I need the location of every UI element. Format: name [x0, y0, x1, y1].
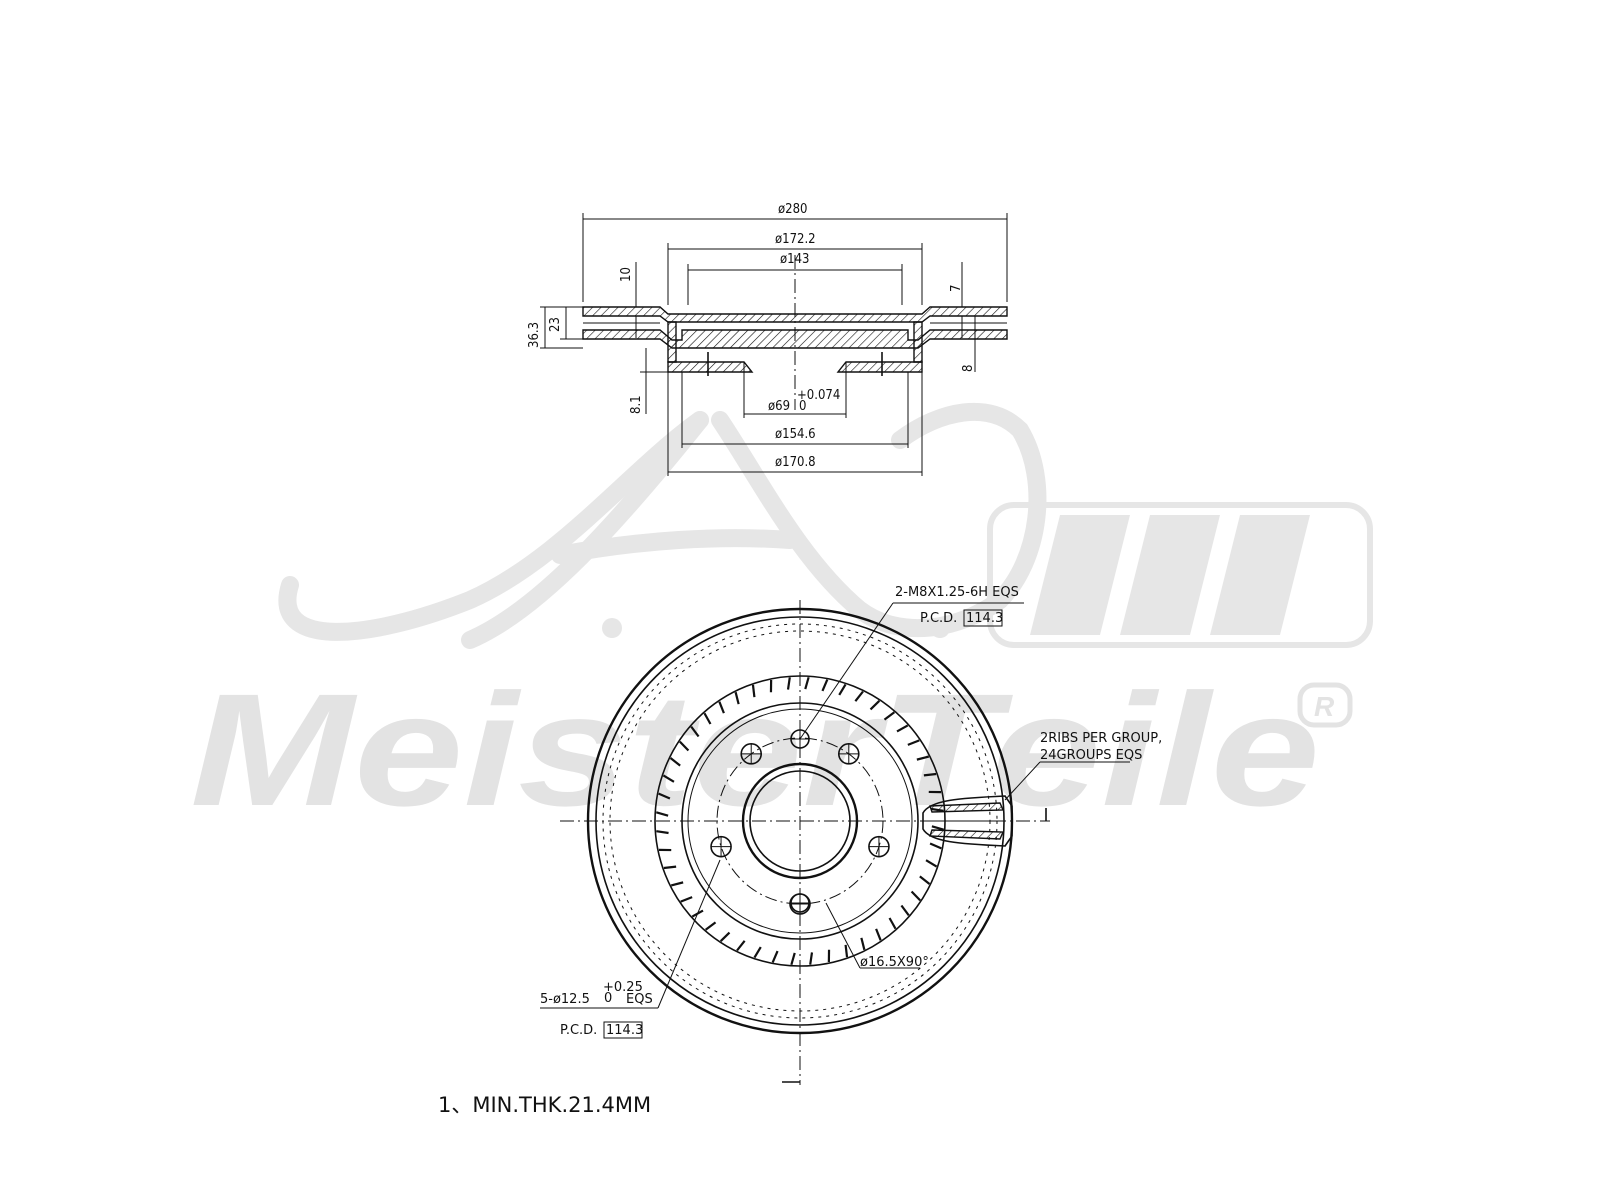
dim-h10: 10 — [619, 267, 634, 282]
watermark-initials-logo — [278, 402, 1047, 649]
vent-rib-slot — [656, 830, 669, 835]
dim-d172-2: ø172.2 — [775, 232, 816, 247]
vent-rib-slot — [786, 677, 791, 690]
dim-h8-1: 8.1 — [629, 395, 644, 414]
dim-h8: 8 — [961, 365, 976, 372]
vent-rib-slot — [669, 757, 681, 767]
vent-rib-slot — [883, 711, 896, 721]
vent-rib-slot — [854, 690, 864, 702]
watermark-stripes-logo — [987, 502, 1373, 648]
dim-h7: 7 — [949, 285, 964, 292]
vent-rib-slot — [844, 944, 849, 958]
vent-rib-slot — [771, 950, 779, 963]
vent-rib-slot — [753, 946, 762, 959]
note-ribs-line2: 24GROUPS EQS — [1040, 748, 1142, 763]
vent-rib-slot — [888, 917, 897, 930]
rotor-plate-upper — [582, 306, 1008, 323]
dim-d280: ø280 — [778, 202, 807, 217]
dim-h23: 23 — [548, 317, 563, 332]
vent-rib-slot — [838, 683, 847, 696]
vent-rib-slot — [910, 890, 921, 902]
vent-rib-slot — [690, 725, 700, 738]
watermark-brand-text: MeisterTeile — [190, 660, 1320, 839]
note-bolt-holes: 5-ø12.5 — [540, 992, 590, 1007]
rotor-plate-lower — [582, 329, 1008, 349]
vent-rib-slot — [931, 825, 945, 831]
side-view: ø280 ø172.2 ø143 ø69 +0.074 0 ø154.6 ø17… — [527, 202, 1008, 476]
watermark-registered-circle — [1297, 682, 1353, 728]
vent-rib-slot — [916, 755, 930, 761]
vent-rib-slot — [804, 676, 810, 690]
dim-d154-6: ø154.6 — [775, 427, 816, 442]
note-bolt-holes-suffix: EQS — [626, 992, 653, 1007]
vent-rib-slot — [703, 712, 712, 725]
vent-rib-slot — [663, 865, 677, 870]
vent-rib-slot — [900, 904, 910, 917]
vent-rib-slot — [680, 896, 693, 903]
rib-cutaway-detail — [922, 795, 1013, 847]
note-bolt-holes-tol-lower: 0 — [604, 991, 612, 1006]
dim-d69: ø69 — [768, 399, 790, 414]
vent-rib-slot — [925, 859, 938, 868]
vent-rib-slot — [860, 937, 866, 951]
hat-wall-left — [667, 321, 677, 363]
hat-wall-right — [913, 321, 923, 363]
note-chamfer: ø16.5X90° — [860, 955, 929, 970]
vent-rib-slot — [679, 740, 690, 752]
vent-rib-slot — [923, 772, 937, 777]
vent-rib-slot — [821, 679, 829, 692]
vent-rib-slot — [662, 774, 675, 783]
vent-rib-slot — [896, 724, 909, 733]
vent-rib-slot — [809, 952, 814, 965]
dim-d143: ø143 — [780, 252, 809, 267]
note-pcd-value-top: 114.3 — [966, 611, 1003, 626]
hub-face-left — [667, 361, 754, 373]
note-pcd-value-bottom: 114.3 — [606, 1023, 643, 1038]
center-bore-outer — [741, 762, 859, 880]
vent-rib-slot — [929, 842, 942, 850]
vent-rib-slot — [790, 952, 796, 966]
vent-rib-slot — [875, 928, 882, 941]
note-pcd-label-bottom: P.C.D. — [560, 1023, 597, 1038]
center-bore-inner — [749, 770, 851, 872]
vent-rib-slot — [919, 875, 931, 885]
note-ribs-line1: 2RIBS PER GROUP, — [1040, 731, 1162, 746]
vent-rib-slot — [655, 811, 669, 817]
dim-h36-3: 36.3 — [527, 322, 542, 348]
vent-ribs — [655, 676, 945, 966]
vent-rib-slot — [869, 700, 881, 711]
vent-rib-slot — [751, 684, 756, 698]
note-thread-spec: 2-M8X1.25-6H EQS — [895, 585, 1019, 600]
vent-rib-slot — [718, 701, 725, 714]
vent-rib-slot — [704, 921, 717, 931]
vent-rib-slot — [670, 881, 684, 887]
footnote-min-thickness: 1、MIN.THK.21.4MM — [438, 1093, 651, 1117]
vent-rib-slot — [658, 792, 671, 800]
vent-rib-slot — [907, 739, 920, 746]
watermark-registered-mark: R — [1314, 691, 1335, 722]
front-view: 2-M8X1.25-6H EQS P.C.D. 114.3 2RIBS PER … — [540, 585, 1162, 1085]
note-pcd-label-top: P.C.D. — [920, 611, 957, 626]
hub-face-right — [836, 361, 923, 373]
vent-rib-slot — [736, 940, 746, 952]
hat-outer-edge — [681, 702, 919, 940]
watermark: MeisterTeile R — [190, 402, 1373, 839]
note-bolt-holes-tol-upper: +0.25 — [603, 980, 643, 995]
vent-rib-slot — [719, 931, 731, 942]
dim-d69-tol-lower: 0 — [799, 399, 806, 414]
vent-rib-slot — [734, 691, 740, 705]
dim-d170-8: ø170.8 — [775, 455, 816, 470]
dim-d69-tol-upper: +0.074 — [797, 388, 840, 403]
